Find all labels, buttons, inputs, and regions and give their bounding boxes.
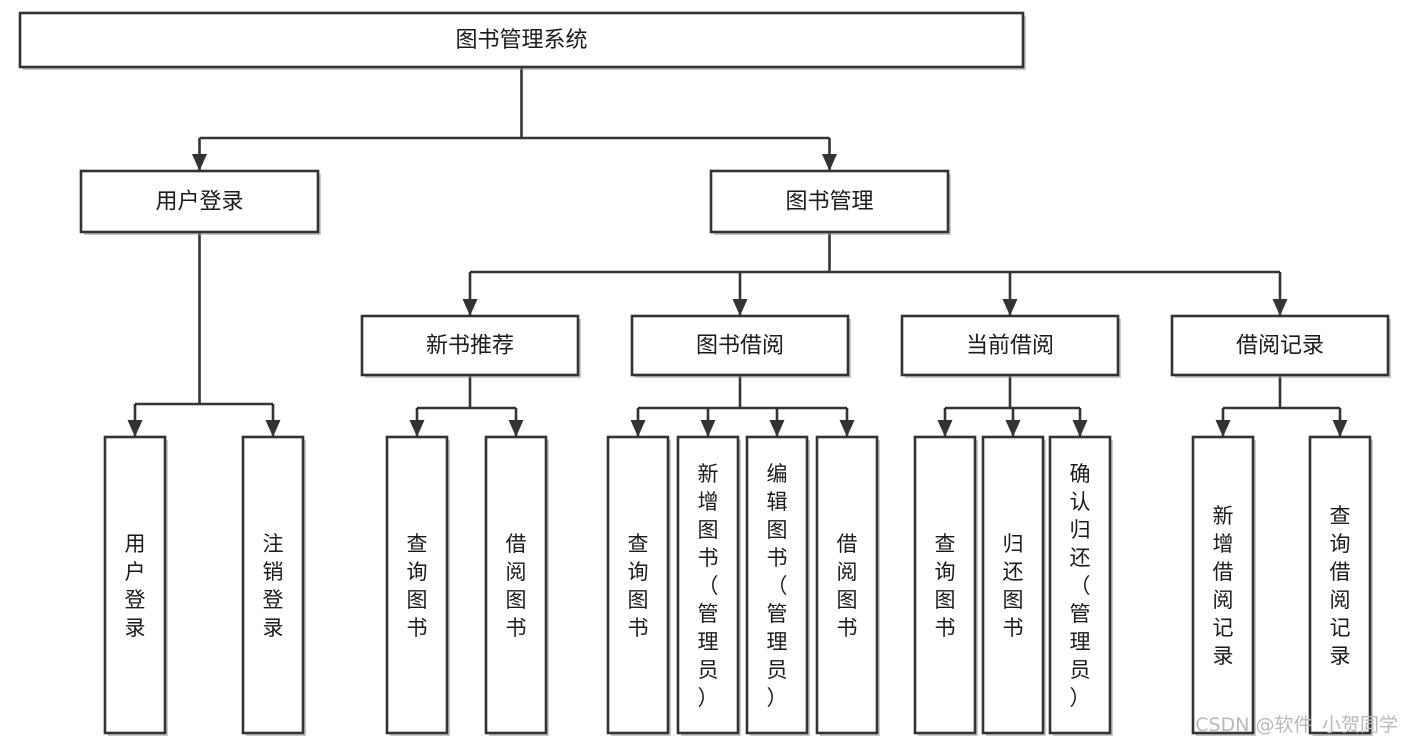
node-label: 当前借阅 bbox=[966, 334, 1054, 359]
node-box[interactable] bbox=[1048, 435, 1112, 735]
node-leaf-logout-login[interactable]: 注销登录 bbox=[241, 435, 306, 736]
node-leaf-confirm-return[interactable]: 确认归还（管理员） bbox=[1048, 435, 1113, 736]
node-leaf-add-borrow-record[interactable]: 新增借阅记录 bbox=[1191, 435, 1256, 736]
arrow-head-icon bbox=[630, 420, 646, 437]
arrow-head-icon bbox=[409, 420, 425, 437]
arrow-head-icon bbox=[192, 154, 207, 171]
node-box[interactable] bbox=[913, 435, 977, 735]
node-label: 确认归还（管理员） bbox=[1070, 462, 1091, 710]
node-leaf-user-login[interactable]: 用户登录 bbox=[103, 435, 168, 736]
node-label: 注销登录 bbox=[263, 532, 284, 640]
node-user-login[interactable]: 用户登录 bbox=[79, 169, 321, 235]
arrow-head-icon bbox=[769, 420, 785, 437]
node-box[interactable] bbox=[1191, 435, 1255, 735]
arrow-head-icon bbox=[937, 420, 953, 437]
node-box[interactable] bbox=[900, 314, 1120, 377]
node-box[interactable] bbox=[1308, 435, 1372, 735]
node-book-management[interactable]: 图书管理 bbox=[709, 169, 951, 235]
arrow-head-icon bbox=[1002, 299, 1018, 316]
arrow-head-icon bbox=[1332, 420, 1348, 437]
node-borrow-record[interactable]: 借阅记录 bbox=[1170, 314, 1391, 378]
arrow-head-icon bbox=[127, 420, 143, 437]
node-box[interactable] bbox=[709, 169, 950, 234]
node-label: 查询借阅记录 bbox=[1330, 504, 1351, 668]
node-box[interactable] bbox=[241, 435, 305, 735]
arrow-head-icon bbox=[1215, 420, 1231, 437]
node-box[interactable] bbox=[676, 435, 740, 735]
node-box[interactable] bbox=[606, 435, 670, 735]
node-leaf-add-book[interactable]: 新增图书（管理员） bbox=[676, 435, 741, 736]
node-label: 查询图书 bbox=[407, 532, 428, 640]
node-leaf-query-book-current[interactable]: 查询图书 bbox=[913, 435, 978, 736]
node-box[interactable] bbox=[18, 11, 1025, 69]
node-label: 新增图书（管理员） bbox=[698, 462, 719, 710]
node-leaf-edit-book[interactable]: 编辑图书（管理员） bbox=[745, 435, 810, 736]
node-label: 借阅记录 bbox=[1236, 334, 1324, 359]
node-label: 借阅图书 bbox=[506, 532, 527, 640]
node-box[interactable] bbox=[981, 435, 1045, 735]
node-leaf-query-book-recommend[interactable]: 查询图书 bbox=[385, 435, 450, 736]
node-label: 用户登录 bbox=[125, 532, 146, 640]
node-leaf-query-book-borrow[interactable]: 查询图书 bbox=[606, 435, 671, 736]
node-label: 新增借阅记录 bbox=[1213, 504, 1234, 668]
node-box[interactable] bbox=[79, 169, 320, 234]
arrow-head-icon bbox=[822, 154, 837, 171]
node-label: 编辑图书（管理员） bbox=[767, 462, 788, 710]
node-leaf-return-book[interactable]: 归还图书 bbox=[981, 435, 1046, 736]
node-new-book-recommend[interactable]: 新书推荐 bbox=[360, 314, 581, 378]
node-box[interactable] bbox=[745, 435, 809, 735]
node-box[interactable] bbox=[103, 435, 167, 735]
node-leaf-borrow-book-recommend[interactable]: 借阅图书 bbox=[484, 435, 549, 736]
arrow-head-icon bbox=[462, 299, 478, 316]
connector-edges-layer bbox=[127, 67, 1348, 437]
node-box[interactable] bbox=[630, 314, 850, 377]
arrow-head-icon bbox=[1005, 420, 1021, 437]
node-label: 借阅图书 bbox=[837, 532, 858, 640]
node-label: 用户登录 bbox=[155, 190, 243, 215]
node-label: 图书管理系统 bbox=[455, 28, 587, 53]
arrow-head-icon bbox=[700, 420, 716, 437]
node-root[interactable]: 图书管理系统 bbox=[18, 11, 1026, 70]
node-box[interactable] bbox=[385, 435, 449, 735]
node-leaf-borrow-book[interactable]: 借阅图书 bbox=[815, 435, 880, 736]
nodes-layer: 图书管理系统用户登录图书管理新书推荐图书借阅当前借阅借阅记录用户登录注销登录查询… bbox=[18, 11, 1391, 736]
csdn-watermark: CSDN @软件_小贺同学 bbox=[1195, 714, 1398, 736]
node-leaf-query-borrow-record[interactable]: 查询借阅记录 bbox=[1308, 435, 1373, 736]
node-current-borrow[interactable]: 当前借阅 bbox=[900, 314, 1121, 378]
node-label: 查询图书 bbox=[628, 532, 649, 640]
node-label: 查询图书 bbox=[935, 532, 956, 640]
node-book-borrow[interactable]: 图书借阅 bbox=[630, 314, 851, 378]
node-label: 图书借阅 bbox=[696, 334, 784, 359]
node-label: 归还图书 bbox=[1003, 532, 1024, 640]
node-label: 图书管理 bbox=[785, 190, 873, 215]
arrow-head-icon bbox=[839, 420, 855, 437]
arrow-head-icon bbox=[265, 420, 281, 437]
node-box[interactable] bbox=[360, 314, 580, 377]
node-label: 新书推荐 bbox=[426, 334, 514, 359]
arrow-head-icon bbox=[1272, 299, 1288, 316]
node-box[interactable] bbox=[484, 435, 548, 735]
arrow-head-icon bbox=[732, 299, 748, 316]
arrow-head-icon bbox=[508, 420, 524, 437]
node-box[interactable] bbox=[1170, 314, 1390, 377]
arrow-head-icon bbox=[1072, 420, 1088, 437]
node-box[interactable] bbox=[815, 435, 879, 735]
